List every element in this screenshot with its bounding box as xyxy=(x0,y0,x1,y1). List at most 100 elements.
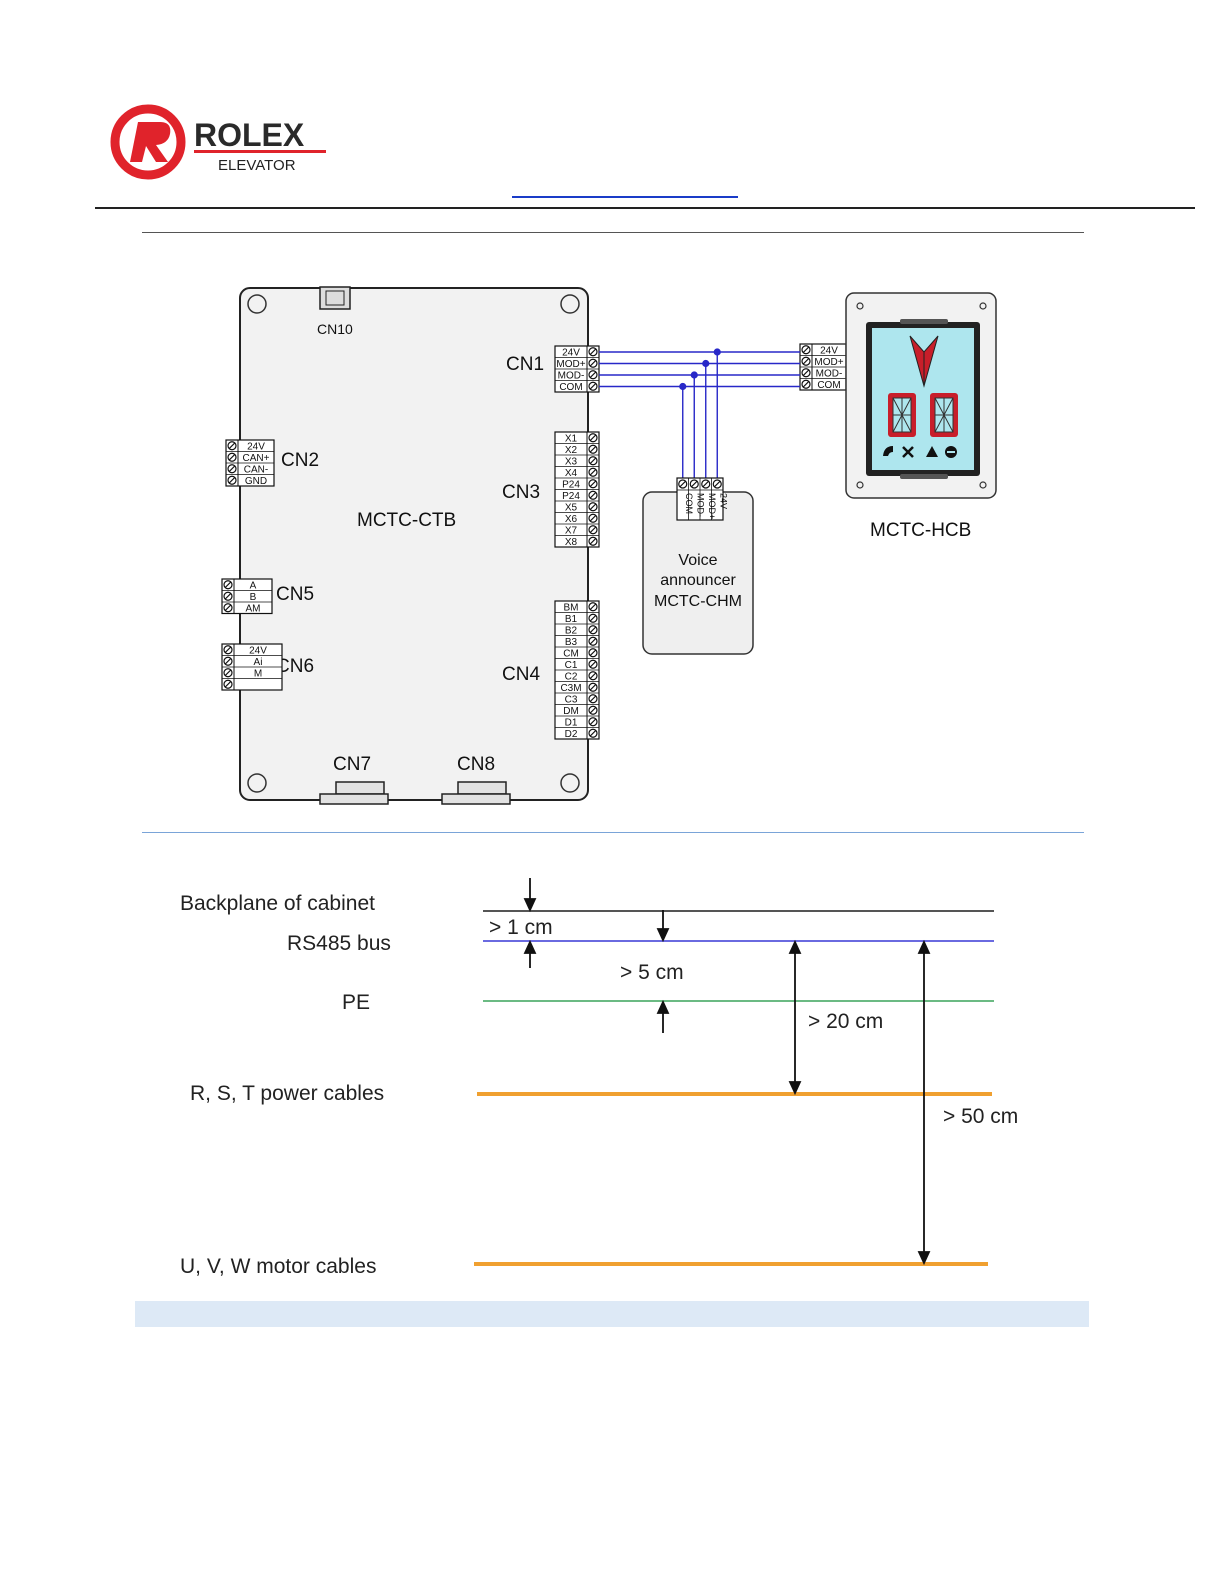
terminal-pin-label: X8 xyxy=(565,537,578,548)
terminal-pin-label: 24V xyxy=(718,493,728,509)
brand-name: ROLEX xyxy=(194,117,305,153)
distance-20cm: > 20 cm xyxy=(808,1010,883,1033)
terminal-pin-label: 24V xyxy=(562,347,580,358)
terminal-pin-label: DM xyxy=(563,706,579,717)
power-cables-label: R, S, T power cables xyxy=(190,1082,384,1105)
rs485-bus-wires xyxy=(599,348,800,478)
terminal-pin-label: BM xyxy=(564,602,579,613)
brand-tagline: ELEVATOR xyxy=(218,157,296,174)
terminal-pin-label: MOD- xyxy=(816,368,843,379)
wire-junction-dot xyxy=(713,348,721,356)
logo-ring xyxy=(110,104,186,180)
caption-band xyxy=(135,1301,1089,1327)
distance-5cm: > 5 cm xyxy=(620,961,684,984)
mount-hole xyxy=(856,481,864,489)
terminal-pin-label: X1 xyxy=(565,433,578,444)
terminal-pin-label: D2 xyxy=(565,729,578,740)
terminal-pin-label: C2 xyxy=(565,671,578,682)
cn4-label: CN4 xyxy=(502,664,540,685)
distance-1cm: > 1 cm xyxy=(489,916,553,939)
wire-junction-dot xyxy=(702,359,710,368)
mount-hole xyxy=(247,294,267,314)
mount-hole xyxy=(560,773,580,793)
backplane-label: Backplane of cabinet xyxy=(180,892,375,915)
cn10-socket xyxy=(325,290,345,306)
cn2-label: CN2 xyxy=(281,450,319,471)
terminal-pin-label: B2 xyxy=(565,625,578,636)
terminal-pin-label: B1 xyxy=(565,614,578,625)
hcb-bottom-clip xyxy=(900,474,948,479)
terminal-pin-label: COM xyxy=(817,380,840,391)
terminal-pin-label: X3 xyxy=(565,456,578,467)
section-divider-top xyxy=(142,232,1084,233)
rs485-bus-label: RS485 bus xyxy=(287,932,391,955)
terminal-pin-label: M xyxy=(254,668,262,679)
hcb-top-clip xyxy=(900,319,948,324)
terminal-pin-label: CAN+ xyxy=(243,453,270,464)
pe-label: PE xyxy=(342,991,370,1014)
cable-spacing-diagram: Backplane of cabinet RS485 bus PE R, S, … xyxy=(180,878,1018,1278)
terminal-pin-label: 24V xyxy=(247,441,265,452)
terminal-pin-label: X7 xyxy=(565,525,578,536)
cn8-connector xyxy=(441,781,511,805)
logo-r-glyph xyxy=(130,122,171,162)
terminal-pin-label: MOD- xyxy=(558,370,585,381)
chm-label-line-2: announcer xyxy=(660,572,736,589)
cn1-label: CN1 xyxy=(506,354,544,375)
terminal-pin-label: C3 xyxy=(565,694,578,705)
ctb-board-label: MCTC-CTB xyxy=(357,510,456,531)
terminal-pin-label: AM xyxy=(246,603,261,614)
cn6-label: CN6 xyxy=(276,656,314,677)
header-link[interactable] xyxy=(512,172,738,198)
terminal-pin-label: MOD+ xyxy=(556,359,585,370)
no-entry-x-icon xyxy=(902,446,914,458)
terminal-pin-label: D1 xyxy=(565,717,578,728)
terminal-pin-label: B xyxy=(250,592,257,603)
cn3-label: CN3 xyxy=(502,482,540,503)
terminal-pin-label: C3M xyxy=(560,683,581,694)
cn10-label: CN10 xyxy=(317,321,353,337)
terminal-pin-label: 24V xyxy=(820,345,838,356)
hcb-label: MCTC-HCB xyxy=(870,520,971,541)
phone-icon xyxy=(883,446,893,456)
cn7-label: CN7 xyxy=(333,754,371,775)
chm-terminal-block: COMMOD-MOD+24V xyxy=(676,477,728,521)
header-divider xyxy=(95,207,1195,209)
distance-50cm: > 50 cm xyxy=(943,1105,1018,1128)
terminal-pin-label: P24 xyxy=(562,479,580,490)
cn5-label: CN5 xyxy=(276,584,314,605)
terminal-pin-label: CM xyxy=(563,648,579,659)
mount-hole xyxy=(979,302,987,310)
terminal-pin-label: COM xyxy=(559,382,582,393)
cn10-connector xyxy=(319,286,351,310)
mount-hole xyxy=(979,481,987,489)
dimension-arrows xyxy=(523,878,931,1266)
mount-hole xyxy=(560,294,580,314)
rolex-elevator-logo: ROLEX ELEVATOR xyxy=(108,104,338,184)
terminal-pin-label: X5 xyxy=(565,502,578,513)
terminal-pin-label: X4 xyxy=(565,468,578,479)
cn7-connector xyxy=(319,781,389,805)
wire-junction-dot xyxy=(679,382,687,391)
logo-underline xyxy=(194,150,326,153)
terminal-pin-label: GND xyxy=(245,476,267,487)
terminal-pin-label: A xyxy=(250,580,257,591)
terminal-pin-label: X2 xyxy=(565,445,578,456)
cn8-label: CN8 xyxy=(457,754,495,775)
mount-hole xyxy=(856,302,864,310)
terminal-pin-label: C1 xyxy=(565,660,578,671)
terminal-pin-label: B3 xyxy=(565,637,578,648)
chm-label-line-3: MCTC-CHM xyxy=(654,593,742,610)
terminal-pin-label: X6 xyxy=(565,514,578,525)
terminal-pin-label: CAN- xyxy=(244,464,268,475)
motor-cables-label: U, V, W motor cables xyxy=(180,1255,376,1278)
terminal-pin-label: 24V xyxy=(249,645,267,656)
